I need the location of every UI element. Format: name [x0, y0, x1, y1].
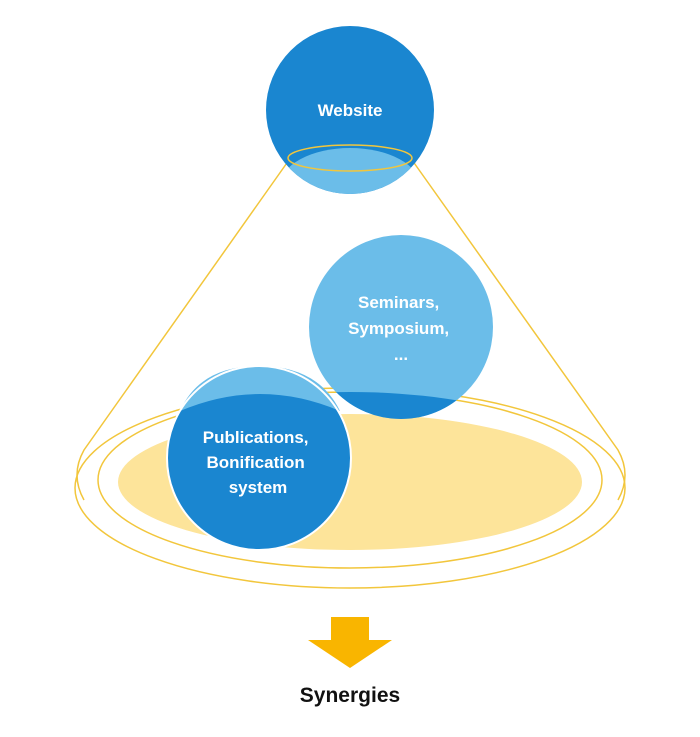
publications-line-2: Bonification: [207, 453, 305, 472]
website-label: Website: [318, 101, 383, 120]
synergies-caption: Synergies: [300, 684, 400, 707]
website-overlap-shade: [280, 148, 420, 194]
down-arrow-icon: [308, 617, 392, 668]
publications-line-1: Publications,: [203, 428, 309, 447]
seminars-node: Seminars, Symposium, ...: [309, 235, 493, 419]
seminars-line-1: Seminars,: [358, 293, 439, 312]
seminars-label: Seminars, Symposium, ...: [348, 293, 454, 364]
website-cone-top: [287, 144, 413, 172]
publications-line-3: system: [229, 478, 288, 497]
publications-label: Publications, Bonification system: [203, 428, 314, 497]
publications-circle: [167, 366, 351, 550]
cone-outline: [76, 159, 626, 501]
seminars-line-2: Symposium,: [348, 319, 449, 338]
website-circle: [266, 26, 434, 194]
publications-overlap-shade: [180, 366, 340, 411]
website-node: Website: [266, 26, 434, 194]
cone-left-edge: [76, 159, 290, 501]
seminars-line-3: ...: [394, 345, 408, 364]
publications-outline: [166, 365, 352, 551]
seminars-circle: [309, 235, 493, 419]
cone-right-edge: [411, 159, 626, 501]
publications-node: Publications, Bonification system: [166, 365, 352, 551]
